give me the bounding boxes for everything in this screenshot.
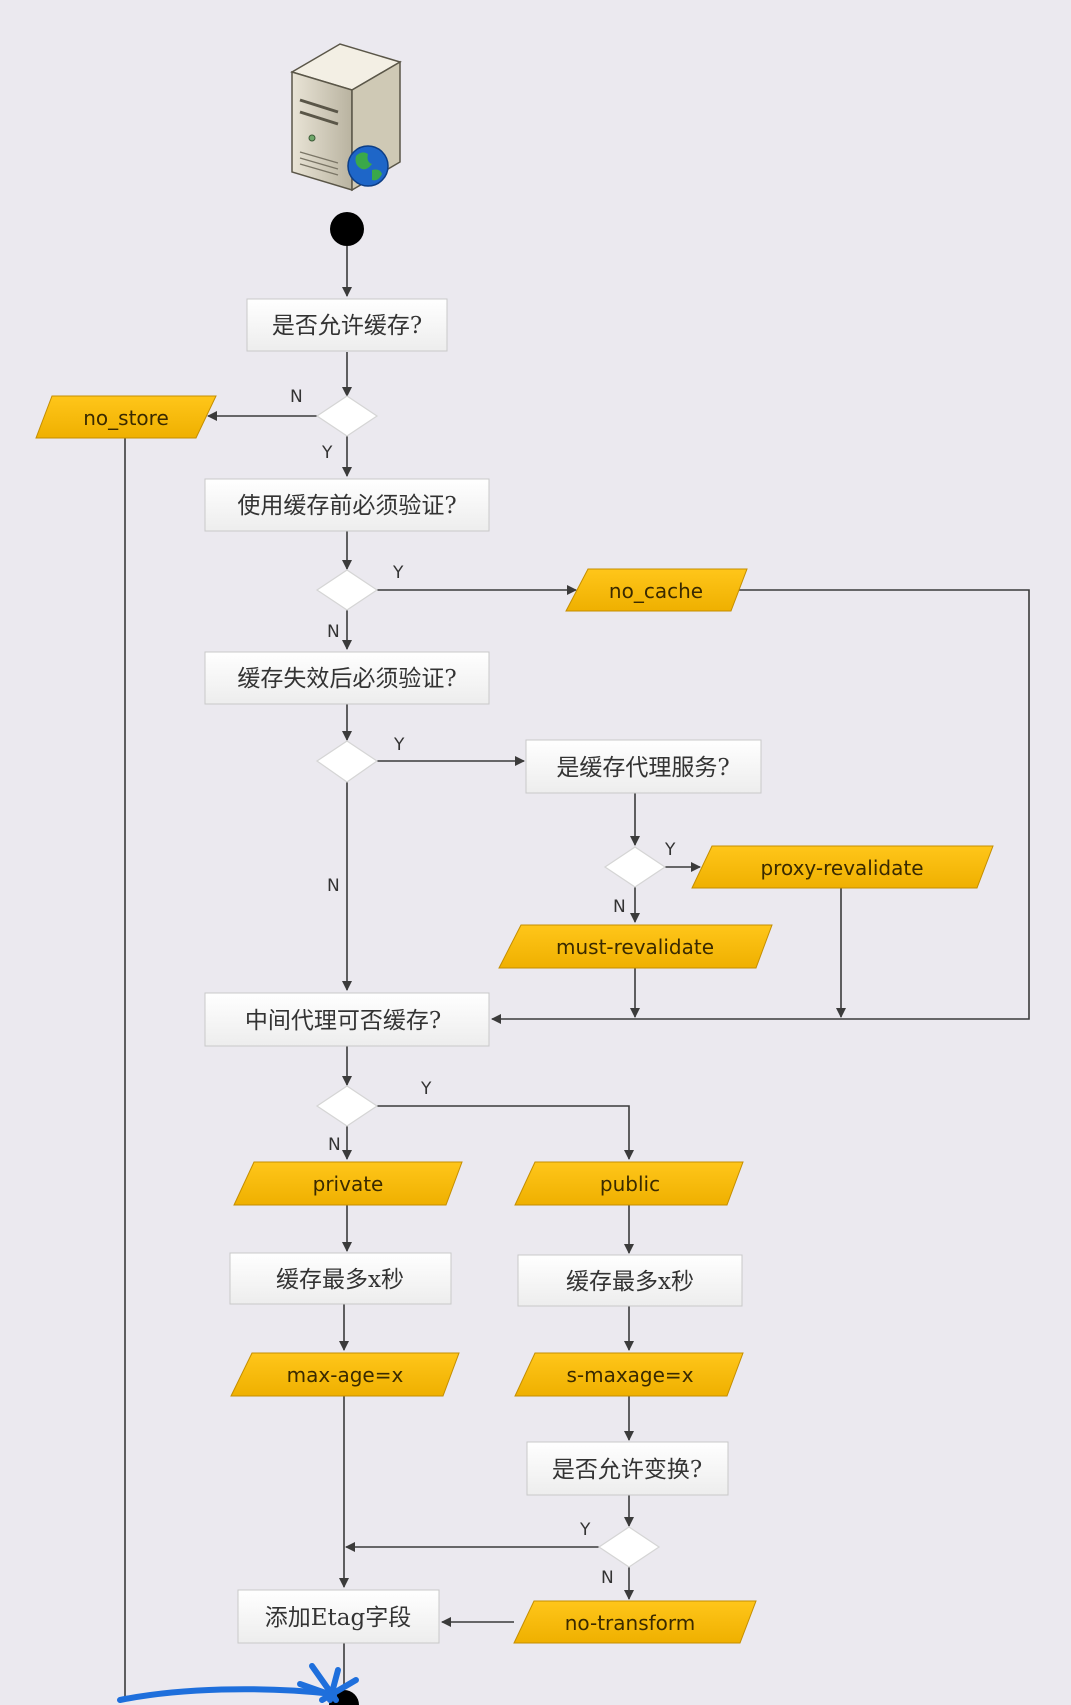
decision-2 [315,569,379,611]
edges [124,246,1030,1700]
start-node-icon [330,212,364,246]
box-proxy-cacheable: 中间代理可否缓存? [204,992,490,1047]
param-proxy-revalidate-label: proxy-revalidate [760,856,923,880]
param-no-cache-label: no_cache [609,579,703,603]
label-d1-n: N [290,387,303,407]
box-allow-transform: 是否允许变换? [526,1441,729,1496]
param-public: public [514,1161,744,1206]
param-shapes: no_store no_cache proxy-revalidate must-… [35,395,994,1644]
box-is-proxy-label: 是缓存代理服务? [556,755,729,781]
box-must-validate-before-label: 使用缓存前必须验证? [237,493,456,519]
decision-4 [603,846,667,888]
box-allow-cache-label: 是否允许缓存? [272,313,422,339]
box-must-validate-before: 使用缓存前必须验证? [204,478,490,532]
param-max-age: max-age=x [230,1352,460,1397]
label-d5-n: N [328,1135,341,1155]
param-no-store: no_store [35,395,217,439]
param-no-transform-label: no-transform [565,1611,696,1635]
label-d5-y: Y [420,1079,432,1099]
edge-d5-public [377,1105,634,1160]
box-proxy-cacheable-label: 中间代理可否缓存? [245,1008,441,1034]
label-d2-n: N [327,622,340,642]
param-must-revalidate-label: must-revalidate [556,935,714,959]
label-d1-y: Y [321,443,333,463]
param-private: private [233,1161,463,1206]
box-add-etag: 添加Etag字段 [237,1589,440,1644]
label-d4-y: Y [664,840,676,860]
scribble-arrow [117,1663,359,1703]
branch-labels: N Y Y N Y N Y N Y N Y N [290,387,676,1588]
label-d3-n: N [327,876,340,896]
decision-3 [315,740,379,783]
process-boxes: 是否允许缓存? 使用缓存前必须验证? 缓存失效后必须验证? 是缓存代理服务? 中… [204,298,762,1644]
param-no-transform: no-transform [513,1600,757,1644]
decision-5 [315,1085,379,1127]
param-private-label: private [313,1172,384,1196]
box-allow-cache: 是否允许缓存? [246,298,448,352]
label-d3-y: Y [393,735,405,755]
label-d2-y: Y [392,563,404,583]
box-allow-transform-label: 是否允许变换? [552,1457,702,1483]
box-max-x-left-label: 缓存最多x秒 [276,1267,404,1293]
param-no-store-label: no_store [83,406,169,430]
label-d4-n: N [613,897,626,917]
param-proxy-revalidate: proxy-revalidate [691,845,994,889]
box-add-etag-label: 添加Etag字段 [265,1605,411,1631]
box-validate-after-expire-label: 缓存失效后必须验证? [237,666,456,692]
param-s-maxage: s-maxage=x [514,1352,744,1397]
param-no-cache: no_cache [565,568,748,612]
label-d6-n: N [601,1568,614,1588]
box-max-x-right: 缓存最多x秒 [517,1254,743,1307]
param-public-label: public [600,1172,660,1196]
label-d6-y: Y [579,1520,591,1540]
decision-1 [315,395,379,437]
param-s-maxage-label: s-maxage=x [566,1363,693,1387]
box-validate-after-expire: 缓存失效后必须验证? [204,651,490,705]
box-max-x-right-label: 缓存最多x秒 [566,1269,694,1295]
decisions [315,395,667,1568]
edge-no-cache-q5 [491,589,1030,1024]
server-globe-icon [290,43,402,192]
decision-6 [597,1526,661,1568]
param-max-age-label: max-age=x [287,1363,404,1387]
param-must-revalidate: must-revalidate [498,924,773,969]
box-max-x-left: 缓存最多x秒 [229,1252,452,1305]
box-is-proxy: 是缓存代理服务? [525,739,762,794]
